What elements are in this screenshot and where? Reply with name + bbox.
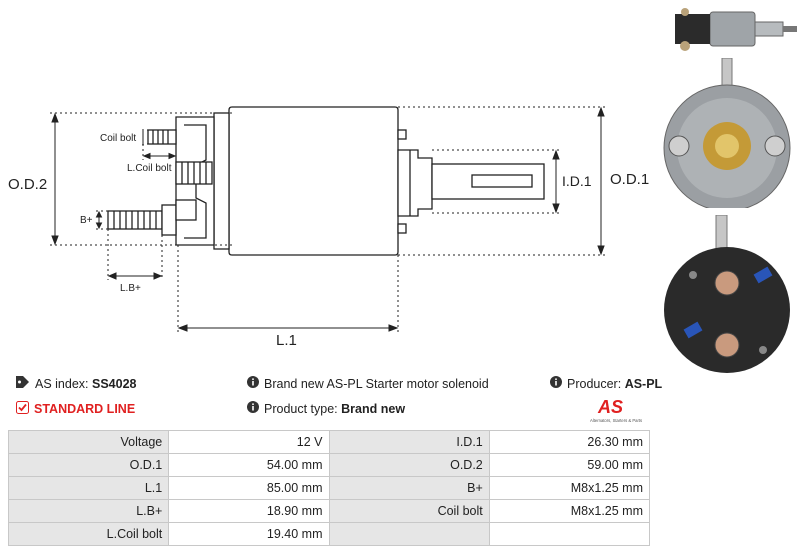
solenoid-body — [228, 106, 399, 256]
check-square-icon — [16, 401, 29, 417]
spec-label: O.D.2 — [328, 453, 490, 477]
spec-label: I.D.1 — [328, 430, 490, 454]
l-coil-bolt-label: L.Coil bolt — [127, 163, 172, 174]
producer: Producer: AS-PL — [550, 376, 662, 391]
plunger-housing — [397, 149, 433, 217]
product-photo-front — [663, 58, 791, 208]
standard-line: STANDARD LINE — [16, 401, 135, 417]
spec-label — [328, 522, 490, 546]
spec-value: 18.90 mm — [168, 499, 330, 523]
product-type-value: Brand new — [341, 401, 406, 416]
svg-text:AS: AS — [597, 397, 623, 417]
description: Brand new AS-PL Starter motor solenoid — [247, 376, 489, 391]
spec-value: M8x1.25 mm — [488, 476, 651, 500]
b-plus-label: B+ — [80, 215, 93, 226]
description-text: Brand new AS-PL Starter motor solenoid — [264, 376, 489, 391]
od1-label: O.D.1 — [610, 171, 649, 188]
spec-value: 19.40 mm — [168, 522, 330, 546]
plunger-slot — [471, 174, 533, 188]
svg-text:Alternators, Starters & Parts: Alternators, Starters & Parts — [590, 418, 642, 423]
solenoid-flange — [213, 112, 230, 250]
producer-value: AS-PL — [624, 376, 663, 391]
info-icon — [247, 376, 259, 391]
od2-label: O.D.2 — [8, 176, 47, 193]
coil-bolt-thread — [147, 129, 177, 145]
spec-value — [488, 522, 651, 546]
id1-label: I.D.1 — [562, 173, 592, 189]
product-photo-back — [664, 215, 790, 373]
spec-value: 54.00 mm — [168, 453, 330, 477]
product-photo-side — [675, 8, 797, 51]
spec-label: Voltage — [7, 430, 170, 454]
info-icon — [247, 401, 259, 416]
info-icon — [550, 376, 562, 391]
producer-label: Producer: — [567, 376, 622, 391]
as-index: AS index: SS4028 — [16, 376, 136, 391]
spec-value: 85.00 mm — [168, 476, 330, 500]
product-type-label: Product type: — [264, 401, 338, 416]
spec-label: L.1 — [7, 476, 170, 500]
spec-label: B+ — [328, 476, 490, 500]
spec-label: O.D.1 — [7, 453, 170, 477]
tag-icon — [16, 376, 30, 391]
spec-label: L.B+ — [7, 499, 170, 523]
as-index-label: AS index: — [35, 376, 89, 391]
spec-value: 26.30 mm — [488, 430, 651, 454]
coil-bolt-label: Coil bolt — [100, 133, 136, 144]
spec-value: 12 V — [168, 430, 330, 454]
l1-label: L.1 — [276, 332, 297, 349]
lb-plus-label: L.B+ — [120, 283, 141, 294]
solenoid-technical-drawing: O.D.2 O.D.1 I.D.1 Coil bolt L.Coil bolt … — [8, 106, 649, 349]
spec-label: Coil bolt — [328, 499, 490, 523]
spec-value: 59.00 mm — [488, 453, 651, 477]
standard-line-label: STANDARD LINE — [34, 402, 136, 416]
coil-nut — [175, 161, 213, 185]
as-pl-logo: AS Alternators, Starters & Parts — [590, 397, 642, 423]
product-type: Product type: Brand new — [247, 401, 405, 416]
b-plus-bolt-thread — [107, 199, 197, 236]
spec-label: L.Coil bolt — [7, 522, 170, 546]
as-index-value: SS4028 — [92, 376, 137, 391]
spec-value: M8x1.25 mm — [488, 499, 651, 523]
